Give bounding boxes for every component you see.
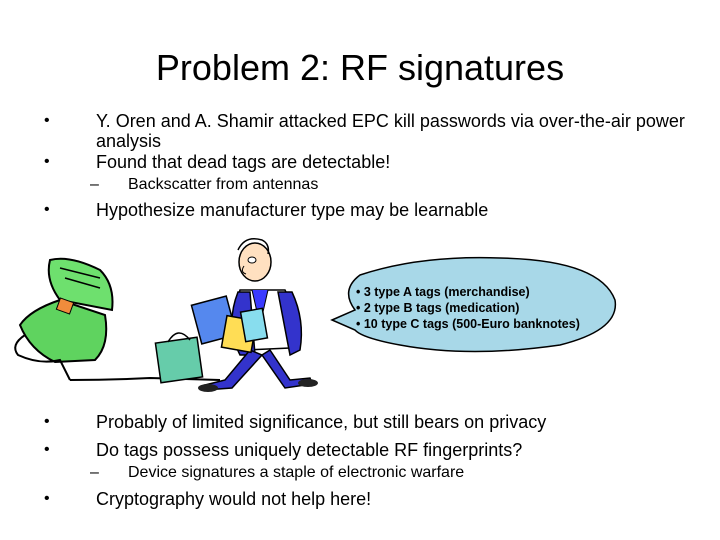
bubble-line-type-a: • 3 type A tags (merchandise) <box>356 285 530 299</box>
bullet-oren-shamir: Y. Oren and A. Shamir attacked EPC kill … <box>96 111 685 151</box>
bubble-line-type-c: • 10 type C tags (500-Euro banknotes) <box>356 317 580 331</box>
sub-dash-marker: – <box>90 176 99 193</box>
bubble-line-type-b: • 2 type B tags (medication) <box>356 301 520 315</box>
bullet-marker: • <box>44 413 50 430</box>
bullet-manufacturer: Hypothesize manufacturer type may be lea… <box>96 200 489 220</box>
bullet-marker: • <box>44 153 50 170</box>
bullet-marker: • <box>44 201 50 218</box>
speech-bubble <box>330 256 617 353</box>
bullet-limited-significance: Probably of limited significance, but st… <box>96 412 547 432</box>
bullet-marker: • <box>44 112 50 129</box>
bullet-marker: • <box>44 490 50 507</box>
bullet-rf-fingerprints: Do tags possess uniquely detectable RF f… <box>96 440 523 460</box>
sub-dash-marker: – <box>90 464 99 481</box>
clip-art-scene <box>14 238 617 392</box>
slide-title: Problem 2: RF signatures <box>155 47 565 88</box>
rfid-reader-illustration <box>14 257 221 381</box>
bullet-dead-tags: Found that dead tags are detectable! <box>96 152 391 172</box>
bubble-tag-list: • 3 type A tags (merchandise) • 2 type B… <box>356 284 616 332</box>
sub-bullet-device-signatures: Device signatures a staple of electronic… <box>128 464 465 481</box>
bullet-cryptography: Cryptography would not help here! <box>96 489 372 509</box>
sub-bullet-backscatter: Backscatter from antennas <box>128 176 319 193</box>
bullet-marker: • <box>44 441 50 458</box>
walking-man-illustration <box>154 238 318 392</box>
